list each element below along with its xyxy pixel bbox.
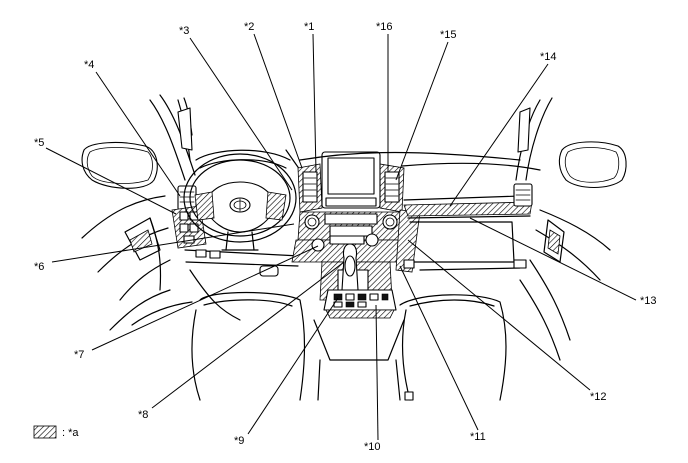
- callout-7: *7: [74, 349, 84, 361]
- callout-16: *16: [376, 21, 393, 33]
- callout-10: *10: [364, 441, 381, 453]
- left-mirror: [81, 142, 158, 189]
- legend-label: : *a: [62, 427, 79, 439]
- callout-6: *6: [34, 261, 44, 273]
- callout-14: *14: [540, 51, 557, 63]
- steering-wheel: [183, 153, 297, 251]
- callout-8: *8: [138, 409, 148, 421]
- callout-2: *2: [244, 21, 254, 33]
- callout-labels: *1 *2 *3 *4 *5 *6 *7 *8 *9 *10 *11 *12 *…: [34, 21, 657, 453]
- dash-top: [299, 151, 541, 271]
- legend: : *a: [33, 425, 79, 439]
- callout-4: *4: [84, 59, 94, 71]
- center-stack: [291, 151, 421, 401]
- callout-12: *12: [590, 391, 607, 403]
- right-mirror: [558, 141, 627, 189]
- callout-13: *13: [640, 295, 657, 307]
- leader-lines: [45, 33, 637, 441]
- callout-9: *9: [234, 435, 244, 447]
- callout-11: *11: [470, 431, 486, 443]
- right-side-body: [403, 97, 627, 361]
- callout-1: *1: [304, 21, 314, 33]
- seats: [191, 291, 507, 401]
- legend-hatch-swatch: [33, 425, 57, 439]
- callout-15: *15: [440, 29, 457, 41]
- callout-3: *3: [179, 25, 189, 37]
- callout-5: *5: [34, 137, 44, 149]
